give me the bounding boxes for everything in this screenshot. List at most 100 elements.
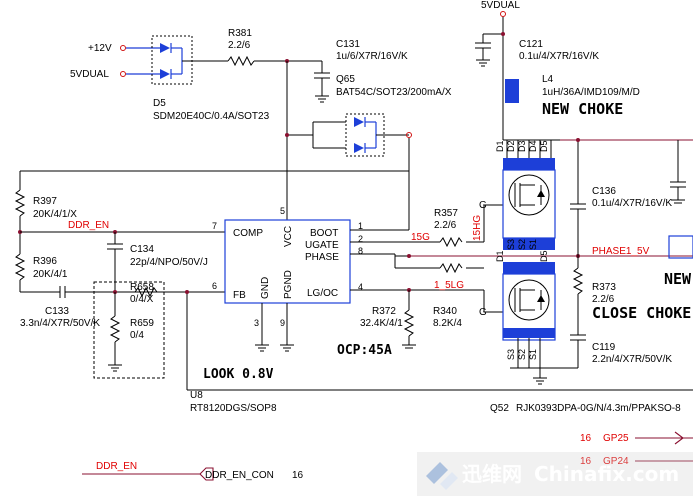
r659-ref: R659 [130,318,154,329]
ic-pin-ugate: 2 [358,234,363,244]
gp24-pin: 16 [580,456,592,467]
watermark-logo-icon [426,462,448,484]
net-12v-label: +12V [88,43,112,54]
q52-low-mosfet: D1 D5 [495,250,578,385]
l4-ref: L4 [542,74,554,85]
svg-text:S2: S2 [517,239,527,250]
q52-ref: Q52 [490,403,509,414]
ic-fb-label: FB [233,290,246,301]
r373-value: 2.2/6 [592,294,615,305]
feedback-network: R397 20K/4/1/X DDR_EN 7 R396 20K/4/1 C13… [14,170,693,391]
ic-pin-comp: 7 [212,221,217,231]
gp25-label: GP25 [603,433,629,444]
r396-ref: R396 [33,256,57,267]
svg-text:D4: D4 [528,140,538,152]
q65-diode [285,113,412,157]
ic-phase-label: PHASE [305,252,339,263]
gp24-label: GP24 [603,456,629,467]
d5-diode [151,35,193,85]
l4-choke [505,79,519,103]
r340-ref: R340 [433,306,457,317]
svg-text:D3: D3 [517,140,527,152]
gp25-pin: 16 [580,433,592,444]
net-5vdual-top-label: 5VDUAL [481,0,520,11]
l4-note: NEW CHOKE [542,100,623,118]
svg-text:D5: D5 [539,140,549,152]
svg-text:D2: D2 [506,140,516,152]
u8-ic: COMP FB BOOT UGATE PHASE LG/OC VCC GND P… [224,206,363,352]
c121-ref: C121 [519,39,543,50]
q65-ref: Q65 [336,74,355,85]
r381-ref: R381 [228,28,252,39]
ic-pin-lgoc: 4 [358,282,363,292]
ic-pin-pgnd: 9 [280,318,285,328]
watermark-en: Chinafix.com [534,462,679,486]
r357-ref: R357 [434,208,458,219]
r373-note: CLOSE CHOKE [592,304,691,322]
net-12v-terminal [120,45,126,51]
svg-text:S3: S3 [506,349,516,360]
ic-lgoc-label: LG/OC [307,288,338,299]
r397-value: 20K/4/1/X [33,209,77,220]
q52-low-gate: G [479,307,487,318]
net-ddr-en-bottom: DDR_EN [96,461,137,472]
c131-ref: C131 [336,39,360,50]
svg-text:D1: D1 [495,250,505,262]
r357-resistor [439,236,463,248]
phase-node: PHASE1_5V NEW [395,235,693,288]
c133-ref: C133 [45,306,69,317]
ocp-note: OCP:45A [337,343,392,358]
svg-text:D5: D5 [539,250,549,262]
r381-value: 2.2/6 [228,40,251,51]
u8-value: RT8120DGS/SOP8 [190,403,277,414]
q65-value: BAT54C/SOT23/200mA/X [336,87,452,98]
r659-value: 0/4 [130,330,144,341]
c119-ref: C119 [592,342,616,353]
q52-value: RJK0393DPA-0G/N/4.3m/PPAKSO-8 [516,403,681,414]
r397-ref: R397 [33,196,57,207]
svg-text:S2: S2 [517,349,527,360]
r373-resistor [572,267,584,295]
bottom-connectors: DDR_EN DDR_EN_CON 16 16 GP25 16 GP24 [82,431,693,481]
net-5vdual-terminal [120,71,126,77]
net-phase-label: PHASE1_5V [592,246,650,257]
ic-comp-label: COMP [233,228,263,239]
net-5vdual-label: 5VDUAL [70,69,109,80]
r396-resistor [14,253,26,281]
svg-text:S3: S3 [506,239,516,250]
ic-pin-phase: 8 [358,246,363,256]
q52-high-mosfet: D1 D2 D3 D4 D5 [495,139,693,250]
snubber-network: C136 0.1u/4/X7R/16V/K R373 2.2/6 CLOSE C… [570,138,691,368]
ic-pgnd-label: PGND [283,270,294,299]
r340-value: 8.2K/4 [433,318,462,329]
r397-resistor [14,189,26,217]
net-ddr-en-top: DDR_EN [68,220,109,231]
ic-pin-vcc: 5 [280,206,285,216]
c121-value: 0.1u/4/X7R/16V/K [519,51,599,62]
gate-drive-wires: 15G R357 2.2/6 15HG G 1_5LG G R372 32.4K… [350,200,503,349]
svg-text:D1: D1 [495,140,505,152]
r658-ref: R658 [130,282,154,293]
r357-value: 2.2/6 [434,220,457,231]
net-ddr-en-con-pin: 16 [292,470,304,481]
r372-resistor [403,309,415,337]
net-15hg-label: 15HG [472,215,483,241]
ic-boot-label: BOOT [310,228,338,239]
r381-resistor [227,55,255,67]
c136-ref: C136 [592,186,616,197]
c136-value: 0.1u/4/X7R/16V/K [592,198,672,209]
watermark-cn: 迅维网 [462,462,522,486]
new-right-note: NEW [664,270,692,288]
svg-text:S1: S1 [528,239,538,250]
c134-ref: C134 [130,244,154,255]
top-right-section: 5VDUAL C121 0.1u/4/X7R/16V/K L4 1uH/36A/… [475,0,640,140]
c134-value: 22p/4/NPO/50V/J [130,257,208,268]
ic-ugate-label: UGATE [305,240,339,251]
d5-ref: D5 [153,98,166,109]
r658-resistor [134,286,158,298]
l4-value: 1uH/36A/IMD109/M/D [542,87,640,98]
ic-pin-boot: 1 [358,221,363,231]
q52-high-gate: G [479,200,487,211]
ic-pin-gnd: 3 [254,318,259,328]
c119-value: 2.2n/4/X7R/50V/K [592,354,672,365]
